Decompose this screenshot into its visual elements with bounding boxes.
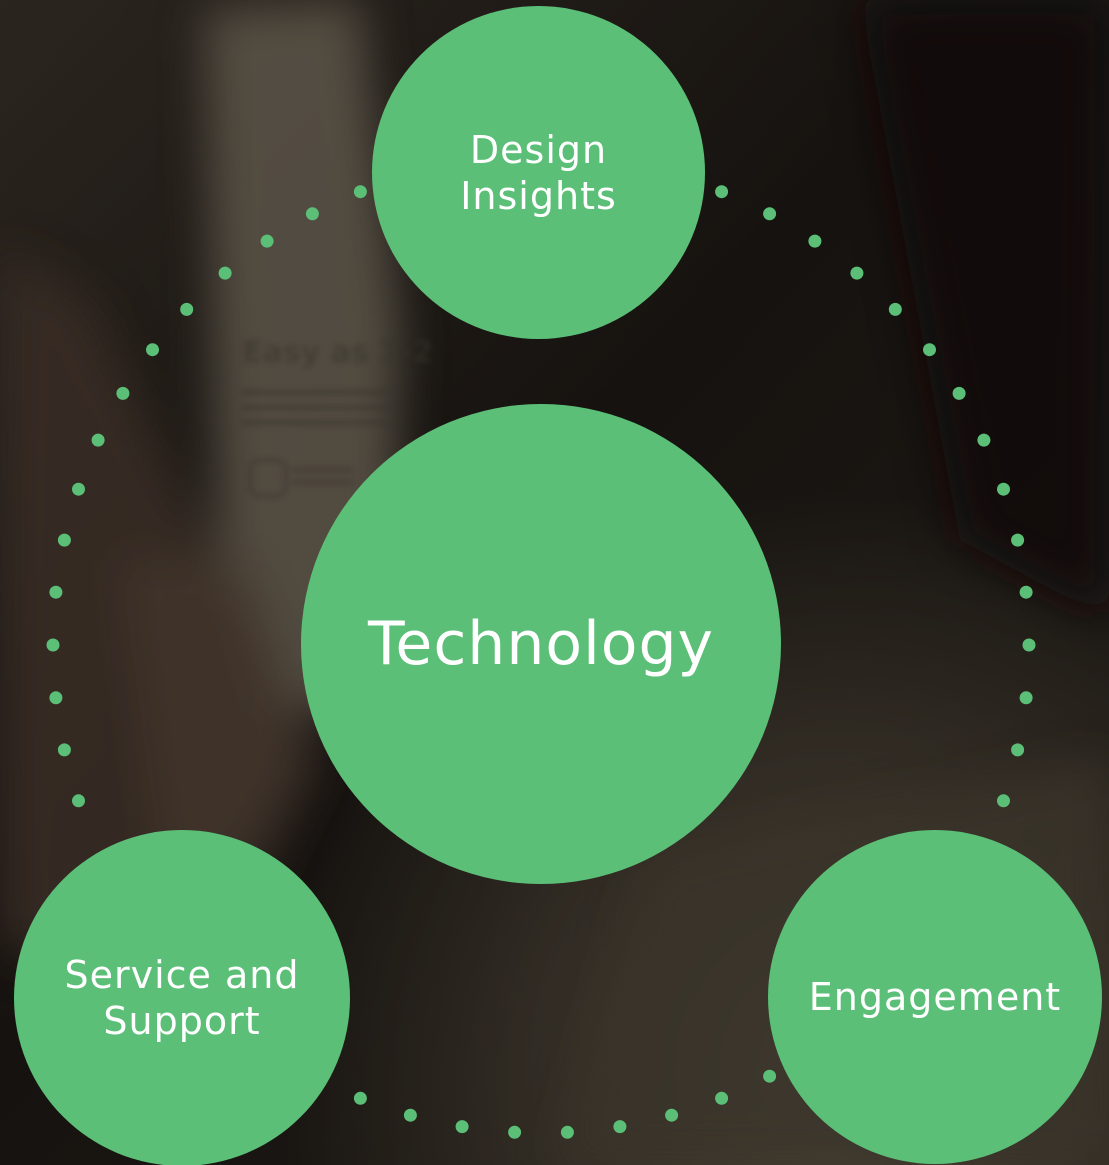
node-engagement: Engagement: [768, 830, 1102, 1164]
ring-dot: [763, 207, 777, 221]
ring-dot: [455, 1120, 469, 1134]
ring-dot: [353, 1091, 367, 1105]
ring-dot: [57, 743, 71, 757]
node-service-and-support-label: Service and Support: [64, 953, 300, 1043]
ring-dot: [1022, 638, 1036, 652]
ring-dot: [613, 1120, 627, 1134]
node-design-insights: Design Insights: [372, 6, 705, 339]
ring-dot: [260, 234, 274, 248]
ring-dot: [952, 386, 966, 400]
ring-dot: [305, 207, 319, 221]
ring-dot: [997, 482, 1010, 496]
node-design-insights-label: Design Insights: [460, 127, 617, 218]
ring-dot: [46, 638, 60, 652]
node-service-and-support: Service and Support: [14, 830, 350, 1165]
ring-dot: [146, 343, 159, 357]
ring-dot: [49, 585, 63, 599]
ring-dot: [91, 433, 105, 447]
ring-dot: [353, 185, 367, 199]
ring-dot: [763, 1069, 777, 1083]
ring-dot: [1011, 533, 1025, 547]
node-technology-label: Technology: [367, 609, 715, 679]
ring-dot: [560, 1125, 574, 1139]
ring-dot: [997, 794, 1010, 808]
ring-dot: [1011, 743, 1025, 757]
ring-dot: [850, 266, 864, 280]
ring-dot: [180, 302, 194, 316]
ring-dot: [808, 234, 822, 248]
ring-dot: [49, 691, 63, 705]
node-engagement-label: Engagement: [808, 975, 1062, 1019]
ring-dot: [72, 482, 85, 496]
ring-dot: [665, 1108, 679, 1122]
ring-dot: [923, 343, 936, 357]
ring-dot: [218, 266, 232, 280]
ring-dot: [977, 433, 991, 447]
ring-dot: [57, 533, 71, 547]
ring-dot: [715, 185, 729, 199]
ring-dot: [715, 1091, 729, 1105]
ring-dot: [403, 1108, 417, 1122]
background-photo-text: Easy as 1-2: [242, 335, 433, 370]
ring-dot: [1019, 585, 1033, 599]
ring-dot: [116, 386, 130, 400]
ring-dot: [508, 1125, 522, 1139]
ring-dot: [72, 794, 85, 808]
ring-dot: [1019, 691, 1033, 705]
node-technology-center: Technology: [301, 404, 781, 884]
ring-dot: [888, 302, 902, 316]
